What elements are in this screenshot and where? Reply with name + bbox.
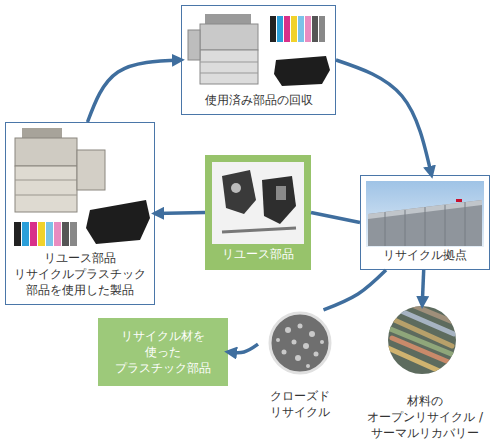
- building-sign: [456, 199, 462, 202]
- node-text: 材料の オープンリサイクル / サーマルリカバリー: [358, 393, 492, 441]
- cartridge: [62, 222, 69, 246]
- flow-arrow: [155, 213, 205, 214]
- reuse-part: [276, 186, 286, 200]
- copier-part: [77, 150, 105, 190]
- copier-photo: [188, 14, 258, 84]
- pellet: [292, 340, 297, 345]
- cartridge: [277, 16, 283, 42]
- pellet: [276, 338, 280, 342]
- copier-part: [200, 73, 258, 74]
- building-lines: [385, 202, 465, 246]
- cartridge: [70, 222, 77, 246]
- image-circle-node: クローズド リサイクル: [258, 310, 342, 424]
- ink-cartridges: [270, 16, 325, 42]
- building-line: [425, 207, 426, 246]
- copier-part: [15, 195, 77, 196]
- cartridge: [30, 222, 37, 246]
- pellet: [314, 352, 319, 357]
- pellet: [295, 355, 301, 361]
- stick: [390, 318, 452, 346]
- flow-arrow: [228, 344, 258, 353]
- building-line: [385, 212, 386, 246]
- building-photo: [366, 181, 484, 247]
- pellet: [298, 324, 303, 329]
- flow-arrow: [324, 270, 386, 310]
- pellet: [285, 327, 291, 333]
- pellet: [320, 340, 324, 344]
- cartridge: [14, 222, 21, 246]
- node-text: クローズド リサイクル: [260, 388, 340, 420]
- plastic-parts-box: リサイクル材を 使った プラスチック部品: [98, 318, 228, 386]
- stick: [400, 300, 458, 324]
- flow-arrow: [422, 270, 423, 305]
- toner-cartridge: [86, 200, 150, 244]
- copier-part: [200, 62, 258, 63]
- building-line: [465, 202, 466, 246]
- pellet: [306, 364, 310, 368]
- reuse-part: [231, 183, 241, 193]
- toner-cartridge: [274, 56, 330, 86]
- cartridge: [319, 16, 325, 42]
- stick: [394, 308, 454, 334]
- pellet: [309, 331, 315, 337]
- cartridge: [46, 222, 53, 246]
- pellets: [276, 324, 324, 369]
- parts-photo: [212, 162, 304, 244]
- stick: [392, 338, 458, 366]
- stick: [388, 348, 446, 374]
- node-text: リユース部品: [222, 246, 294, 262]
- copier-part: [15, 180, 77, 181]
- cartridge: [22, 222, 29, 246]
- material-sticks: [388, 300, 458, 374]
- copier-part: [22, 128, 62, 138]
- process-box: 使用済み部品の回収: [181, 5, 336, 115]
- flow-arrow: [311, 213, 360, 223]
- node-text: 使用済み部品の回収: [205, 92, 313, 108]
- cartridge: [305, 16, 311, 42]
- ink-cartridges: [14, 222, 77, 246]
- pellet-photo: [270, 313, 330, 373]
- reuse-box: リユース部品: [205, 155, 311, 270]
- flow-arrow: [336, 60, 432, 175]
- copier-part: [200, 50, 258, 84]
- cartridge: [270, 16, 276, 42]
- cartridge: [284, 16, 290, 42]
- flow-arrow: [88, 60, 182, 122]
- copier-part: [205, 14, 251, 24]
- pellet: [303, 343, 309, 349]
- copier-part: [15, 166, 77, 212]
- cartridge: [54, 222, 61, 246]
- copier-part: [188, 30, 200, 60]
- cartridge: [291, 16, 297, 42]
- process-box: リユース部品 リサイクルプラスチック 部品を使用した製品: [5, 122, 155, 305]
- reuse-part: [222, 228, 296, 232]
- building: [368, 200, 482, 246]
- copier-part: [15, 138, 77, 166]
- reuse-part: [262, 176, 296, 224]
- node-text: リサイクル拠点: [383, 247, 467, 263]
- product-photo: [15, 128, 105, 212]
- cartridge: [38, 222, 45, 246]
- building-line: [405, 210, 406, 246]
- building-line: [445, 205, 446, 246]
- pellet-rim: [270, 313, 330, 373]
- material-photo: [388, 306, 456, 374]
- copier-part: [200, 24, 258, 50]
- cartridge: [312, 16, 318, 42]
- reuse-part: [222, 170, 256, 214]
- stick: [388, 328, 456, 356]
- process-box: リサイクル拠点: [360, 175, 490, 270]
- cartridge: [298, 16, 304, 42]
- node-text: リユース部品 リサイクルプラスチック 部品を使用した製品: [10, 250, 150, 298]
- node-text: リサイクル材を 使った プラスチック部品: [111, 328, 215, 376]
- building: [368, 200, 482, 219]
- image-circle-node: 材料の オープンリサイクル / サーマルリカバリー: [356, 305, 494, 445]
- pellet: [282, 350, 287, 355]
